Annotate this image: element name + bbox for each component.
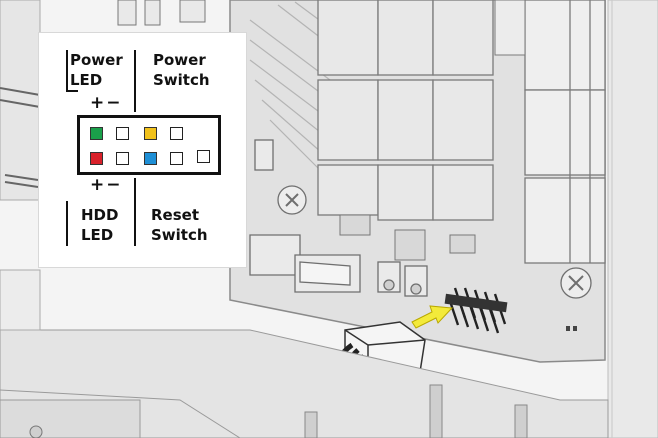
power-switch-label: Power Switch: [153, 51, 210, 89]
pin-header-outline: [77, 115, 221, 175]
pin-reset-switch-1: [144, 152, 157, 165]
leader-line: [66, 201, 68, 246]
leader-line: [134, 178, 136, 246]
leader-line: [66, 50, 68, 92]
polarity-bottom: +−: [90, 175, 123, 195]
pin-reset-switch-2: [170, 152, 183, 165]
case-bottom: [0, 329, 609, 438]
insert-arrow: [411, 305, 454, 329]
leader-line: [134, 50, 136, 112]
pin-hdd-led-minus: [116, 152, 129, 165]
pin-power-led-plus: [90, 127, 103, 140]
leader-line: [66, 90, 78, 92]
front-panel-legend: Power LED Power Switch HDD LED Reset Swi…: [39, 33, 246, 267]
vrm-heatsink: [317, 0, 494, 221]
board-connectors: [249, 139, 428, 297]
pin-spare: [197, 150, 210, 163]
pin-power-switch-1: [144, 127, 157, 140]
hdd-led-label: HDD LED: [81, 206, 119, 244]
sata-ports: [524, 0, 606, 264]
reset-switch-label: Reset Switch: [151, 206, 208, 244]
polarity-top: +−: [90, 93, 123, 113]
power-led-label: Power LED: [70, 51, 123, 89]
pin-power-led-minus: [116, 127, 129, 140]
pin-power-switch-2: [170, 127, 183, 140]
case-wall: [607, 0, 658, 438]
pin-hdd-led-plus: [90, 152, 103, 165]
